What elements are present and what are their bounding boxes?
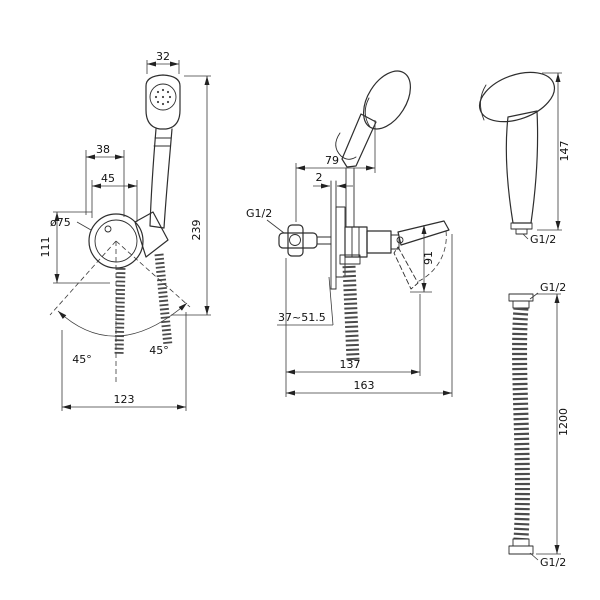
valve-body (344, 226, 368, 258)
dim-2-label: 2 (316, 171, 323, 184)
dim-79: 79 (295, 120, 376, 222)
dim-range-label: 37~51.5 (278, 311, 326, 324)
front-view: 45° 45° 32 38 45 ø75 (39, 50, 211, 411)
dim-32-label: 32 (156, 50, 170, 63)
dim-dia75: ø75 (50, 216, 92, 231)
hose-bottom-nut (508, 545, 534, 555)
valve-stem (390, 234, 400, 250)
dim-91-label: 91 (422, 251, 435, 265)
dim-38-label: 38 (96, 143, 110, 156)
dim-239-label: 239 (190, 220, 203, 241)
sprayer-view: 147 G1/2 (478, 71, 571, 246)
holder-bracket (134, 211, 169, 258)
dim-79-label: 79 (325, 154, 339, 167)
side-hose-coil (342, 265, 360, 361)
dim-range: 37~51.5 (277, 276, 334, 326)
side-view: 79 2 G1/2 37~51.5 91 137 (246, 70, 453, 397)
thread-callout-hose-bottom: G1/2 (529, 552, 566, 569)
thread-callout-side: G1/2 (246, 207, 285, 234)
cross-fitting-v (287, 224, 304, 257)
cross-fitting-hub (289, 234, 301, 246)
hose-thread-bottom-label: G1/2 (540, 556, 566, 569)
hose-top-nut (508, 293, 534, 302)
dim-239: 239 (171, 75, 211, 316)
dim-163: 163 (286, 234, 453, 397)
dim-137-label: 137 (340, 358, 361, 371)
hose-coil-right (154, 253, 173, 347)
dim-163-label: 163 (354, 379, 375, 392)
hose-view: G1/2 1200 G1/2 (508, 281, 570, 569)
dim-91: 91 (410, 225, 435, 293)
cradle-hook (335, 132, 357, 160)
hose-top-collar (512, 300, 530, 309)
dim-147-label: 147 (558, 141, 571, 162)
dim-dia75-label: ø75 (50, 216, 71, 229)
swivel-range (49, 240, 191, 383)
side-thread-label: G1/2 (246, 207, 272, 220)
dim-123: 123 (61, 312, 187, 411)
side-sprayer-rim (364, 97, 371, 128)
thread-callout-hose-top: G1/2 (529, 281, 566, 300)
hose-bottom-collar (512, 538, 530, 547)
sprayer-head (478, 71, 556, 123)
hose-coil-left (114, 267, 126, 357)
dim-147: 147 (537, 72, 571, 231)
front-shower-head-outline (145, 74, 181, 130)
side-sprayer-head (363, 70, 411, 130)
angle-left-label: 45° (72, 353, 92, 366)
hose-nut (339, 254, 361, 265)
front-handle (149, 128, 173, 229)
dim-45-label: 45 (101, 172, 115, 185)
dim-2: 2 (313, 171, 353, 189)
lever-solid (397, 220, 450, 246)
angle-right-label: 45° (149, 344, 169, 357)
dim-137: 137 (285, 258, 421, 397)
sprayer-end-cap (510, 222, 533, 230)
flange-screw (104, 225, 112, 233)
hose-thread-top-label: G1/2 (540, 281, 566, 294)
hose-coil-body (512, 307, 530, 540)
cross-fitting-h (278, 232, 318, 249)
dim-1200: 1200 (536, 293, 570, 555)
valve-cartridge (366, 230, 392, 254)
dim-123-label: 123 (114, 393, 135, 406)
sprayer-handle (505, 110, 539, 224)
front-spray-nozzle-dots (154, 88, 172, 106)
dim-111-label: 111 (39, 237, 52, 258)
thread-callout-sprayer: G1/2 (522, 233, 556, 246)
lever-dashed (393, 246, 419, 290)
dim-1200-label: 1200 (557, 408, 570, 436)
sprayer-thread-label: G1/2 (530, 233, 556, 246)
front-spray-face (149, 83, 177, 111)
dim-111: 111 (39, 211, 110, 284)
sprayer-rim (480, 84, 487, 121)
dim-32: 32 (146, 50, 180, 74)
sprayer-thread-stub (515, 228, 528, 235)
